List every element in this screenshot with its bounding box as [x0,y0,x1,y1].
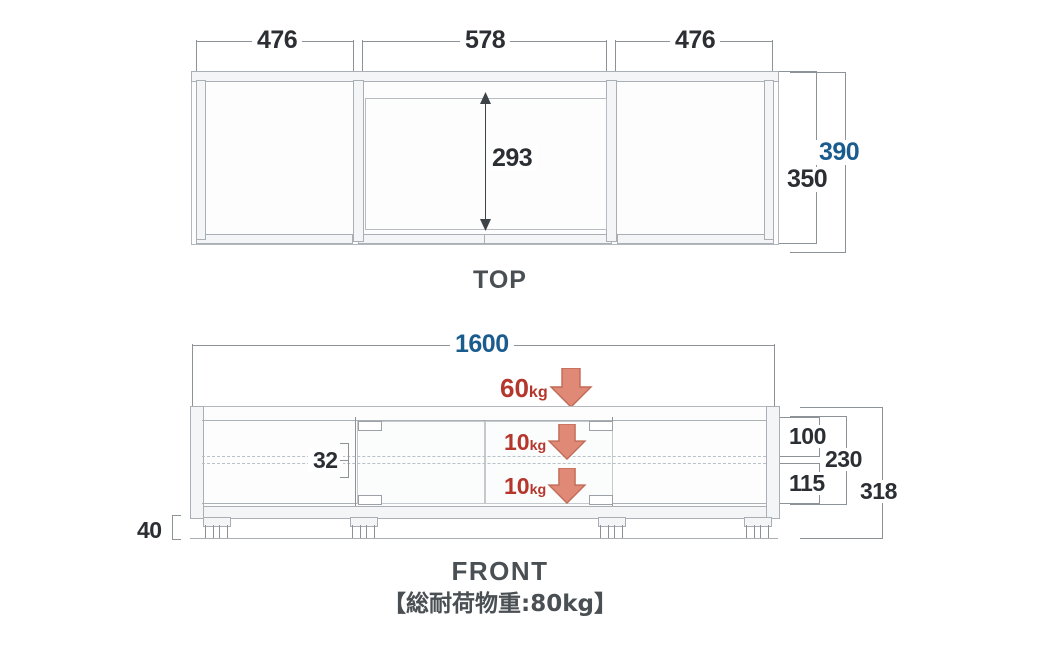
floor-line [190,538,778,539]
dim-ext-390-bottom [790,252,846,253]
dim-ext-100-top [780,417,820,418]
dim-ext-318-top [800,407,883,408]
front-view-caption: FRONT [451,556,549,586]
dim-label-inner-depth: 293 [487,146,538,171]
dim-line-inner-depth [485,98,486,226]
dim-ext-tick-1600-left [192,344,193,412]
dim-ext-tick-1600-right [774,344,775,412]
top-view-front-rail-left [196,234,353,244]
door-corner-bracket [589,495,613,505]
dim-ext-115-bottom [780,503,820,504]
dim-label-lower-opening: 115 [784,472,830,495]
front-view-subcaption: 【総耐荷物重:80kg】 [383,591,617,617]
front-view-divider-left [355,417,356,506]
dim-arrow-down-icon [480,219,491,231]
load-unit-lower: kg [529,481,547,498]
dim-bracket-40-spine [172,515,173,540]
dim-ext-tick [353,40,354,72]
dim-ext-tick [772,40,773,72]
upper-shelf-load: 10kg [504,424,587,460]
top-surface-load: 60kg [500,368,593,408]
dim-label-caster-height: 40 [132,519,167,542]
lower-shelf-load: 10kg [504,468,587,504]
front-view-right-end-cap [766,406,780,519]
door-corner-bracket [358,421,382,431]
top-view-divider-right [606,80,617,242]
down-arrow-icon [547,424,587,460]
dim-ext-115-top [780,463,820,464]
dim-label-overall-depth: 390 [814,140,865,165]
top-view-back-rail [191,71,779,82]
front-view-left-end-cap [190,406,204,519]
shelf-line-lower [202,463,766,464]
top-view-center-compartment [365,98,607,230]
top-view-caption: TOP [473,266,527,294]
load-value-60: 60 [500,373,529,403]
dim-ext-100-bottom [780,456,820,457]
top-view-front-rail-right [617,234,774,244]
dim-ext-318-bottom [800,538,883,539]
down-arrow-icon [549,368,593,408]
dim-ext-tick [615,40,616,72]
front-view: 1600 60kg 10kg [0,300,1040,647]
dim-label-body-depth: 350 [782,167,833,192]
load-value-lower: 10 [504,472,530,499]
dim-label-overall-width: 1600 [450,332,514,357]
dim-label-shelf-thickness: 32 [308,449,343,472]
dim-bracket-32-top [340,443,349,444]
top-view-left-side-panel [196,80,206,240]
front-view-glass-door-right [485,421,613,504]
dim-line-overall-height [882,407,883,539]
dim-label-left-section: 476 [252,28,303,53]
load-value-upper: 10 [504,428,530,455]
top-view-divider-left [353,80,364,242]
dim-bracket-40-bottom [172,539,181,540]
dim-ext-tick [362,40,363,72]
door-corner-bracket [589,421,613,431]
front-view-bottom-plate [190,506,780,519]
dim-ext-tick [196,40,197,72]
front-view-glass-door-left [357,421,485,504]
door-corner-bracket [358,495,382,505]
dim-ext-tick [606,40,607,72]
top-view-front-rail-center [358,234,486,244]
dim-ext-230-bottom [790,504,847,505]
load-unit-upper: kg [529,437,547,454]
dim-bracket-40-top [172,515,181,516]
dim-arrow-up-icon [480,92,491,104]
dim-bracket-32-mid [340,460,349,461]
dim-label-overall-height: 318 [855,480,902,503]
dim-label-upper-opening: 100 [784,425,831,448]
top-view-front-rail-center2 [484,234,612,244]
dim-ext-230-top [790,416,847,417]
dim-label-cabinet-inner: 230 [820,448,867,471]
top-view: 476 578 476 293 350 390 TOP [0,0,1040,300]
dim-label-right-section: 476 [670,28,721,53]
down-arrow-icon [547,468,587,504]
load-unit-60: kg [528,383,548,401]
top-view-right-side-panel [764,80,774,240]
dim-ext-350-top [779,71,817,72]
dim-ext-350-bottom [779,243,817,244]
dim-label-center-section: 578 [460,28,511,53]
dim-ext-390-top [790,72,846,73]
shelf-line-upper [202,456,766,457]
dim-bracket-32-bottom [340,477,349,478]
